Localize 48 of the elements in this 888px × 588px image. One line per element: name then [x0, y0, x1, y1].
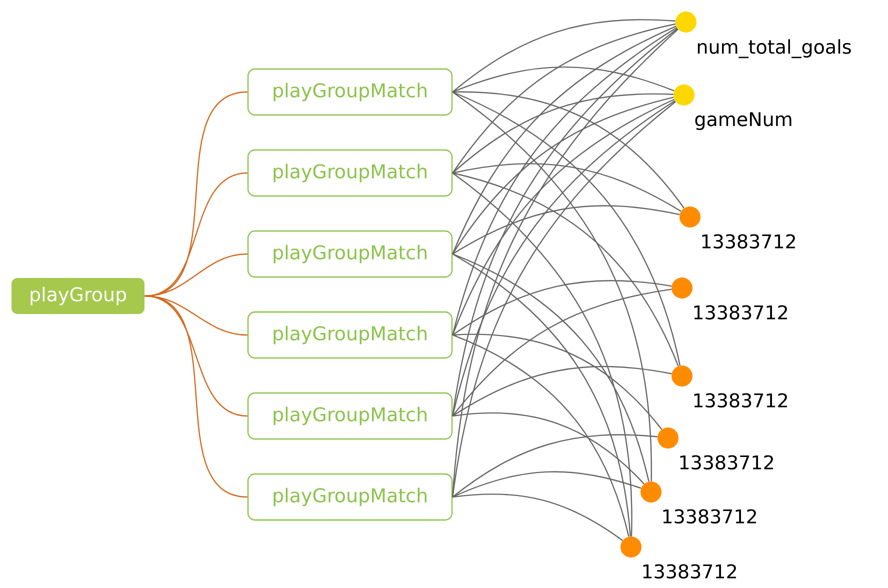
connector [452, 253, 631, 536]
connector [452, 494, 623, 541]
connector [452, 334, 662, 430]
connector [144, 295, 248, 417]
connector [452, 19, 676, 92]
match-box: playGroupMatch [247, 68, 453, 116]
connector [452, 100, 676, 416]
connector [452, 28, 678, 416]
root-box: playGroup [12, 278, 144, 314]
dot-label: 13383712 [663, 509, 756, 524]
connector [452, 412, 644, 484]
connector [452, 280, 672, 336]
match-box: playGroupMatch [247, 392, 453, 440]
connector [144, 295, 248, 498]
connector [144, 253, 248, 297]
match-box: playGroupMatch [247, 473, 453, 521]
match-box: playGroupMatch [247, 230, 453, 278]
connector [452, 288, 672, 416]
connector [452, 96, 674, 254]
connector [452, 101, 676, 498]
connector [452, 205, 680, 255]
dot-label: 13383712 [702, 234, 795, 249]
match-box: playGroupMatch [247, 311, 453, 359]
connector [452, 93, 674, 174]
connector [452, 98, 674, 336]
dot-label: 13383712 [694, 393, 787, 408]
connector [452, 366, 672, 416]
connector [452, 253, 650, 482]
connector [452, 27, 678, 336]
dot-label: num_total_goals [698, 39, 851, 58]
connector [452, 91, 681, 366]
connector [452, 172, 632, 536]
dot-label: 13383712 [643, 564, 736, 579]
connector [452, 28, 678, 498]
connector [452, 471, 642, 498]
dot-label: 13383712 [694, 305, 787, 320]
connector [452, 163, 682, 212]
match-box: playGroupMatch [247, 149, 453, 197]
connector [452, 172, 679, 366]
connector [452, 23, 676, 174]
dot-label: 13383712 [680, 455, 773, 470]
connector [452, 91, 684, 209]
connector [452, 434, 658, 498]
connector [452, 66, 674, 93]
dot-label: gameNum [695, 112, 792, 130]
connector [452, 26, 676, 254]
connector [452, 92, 652, 482]
connector [452, 334, 630, 537]
